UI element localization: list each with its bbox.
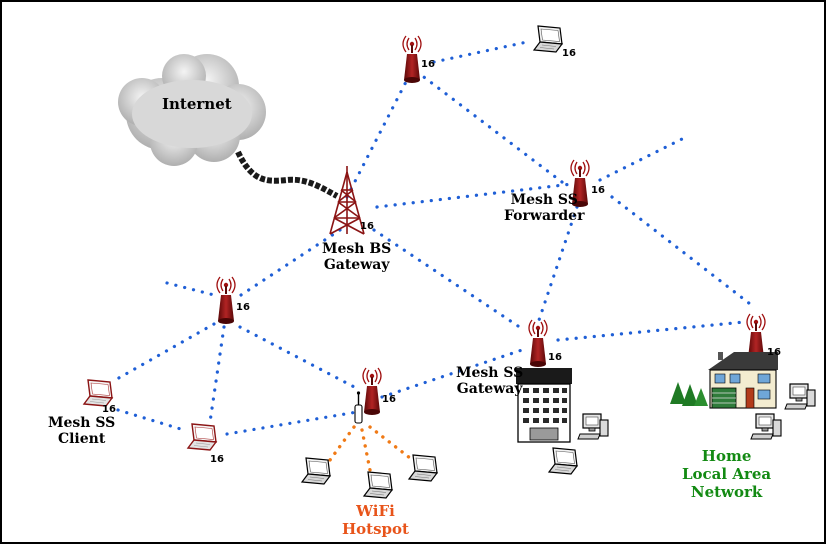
mesh-bs-gateway-label: Mesh BS Gateway — [322, 241, 391, 273]
wifi-access-point-icon — [354, 391, 363, 424]
wifi-laptop-left-icon — [301, 457, 331, 485]
internet-label: Internet — [162, 95, 232, 113]
backhaul-cable — [235, 150, 339, 199]
forwarder-label-line1: Mesh SS — [510, 192, 578, 208]
office-laptop-icon — [548, 447, 578, 475]
office-building-icon — [516, 368, 572, 443]
home-lan-label: Home Local Area Network — [682, 447, 771, 501]
top-laptop-number: 16 — [562, 48, 576, 59]
home-label-line3: Network — [690, 483, 763, 501]
home-node-number: 16 — [767, 347, 781, 358]
client-label-line2: Client — [57, 431, 106, 447]
forwarder-label-line2: Forwarder — [504, 208, 585, 224]
mesh-bs-label-line1: Mesh BS — [322, 241, 392, 257]
mesh-ss-forwarder-label: Mesh SS Forwarder — [504, 192, 584, 224]
mesh-ss-hotspot-icon — [362, 367, 382, 416]
wifi-label-line2: Hotspot — [342, 520, 409, 538]
office-desktop-icon — [577, 413, 609, 440]
home-label-line1: Home — [701, 447, 752, 465]
laptop-top-icon — [533, 25, 563, 53]
mesh-bs-label-line2: Gateway — [323, 257, 390, 273]
wifi-laptop-right-icon — [408, 454, 438, 482]
wifi-links — [328, 425, 412, 482]
internet-cloud-icon — [118, 54, 266, 166]
home-desktop-top-icon — [784, 383, 816, 410]
mesh-ss-client-label: Mesh SS Client — [48, 415, 115, 447]
home-desktop-bottom-icon — [750, 413, 782, 440]
ss-gateway-node-number: 16 — [548, 352, 562, 363]
mesh-ss-gateway-icon — [528, 319, 548, 368]
mesh-bs-gateway-tower-icon — [329, 166, 365, 235]
mesh-ss-client-laptop-icon — [83, 379, 113, 407]
wifi-laptop-center-icon — [363, 471, 393, 499]
house-icon — [670, 352, 778, 409]
ss-gateway-label-line2: Gateway — [456, 381, 523, 397]
ss-gateway-label-line1: Mesh SS — [456, 365, 524, 381]
hotspot-node-number: 16 — [382, 394, 396, 405]
mesh-ss-top-icon — [402, 35, 422, 84]
top-node-number: 16 — [421, 59, 435, 70]
mesh-laptop-bottom-icon — [187, 423, 217, 451]
mesh-links — [115, 40, 756, 436]
bs-node-number: 16 — [360, 221, 374, 232]
home-label-line2: Local Area — [682, 465, 772, 483]
client-label-line1: Mesh SS — [48, 415, 116, 431]
bottom-laptop-number: 16 — [210, 454, 224, 465]
wifi-label-line1: WiFi — [356, 502, 395, 520]
client-node-number: 16 — [102, 404, 116, 415]
wifi-hotspot-label: WiFi Hotspot — [342, 502, 409, 538]
forwarder-node-number: 16 — [591, 185, 605, 196]
mesh-ss-gateway-label: Mesh SS Gateway — [456, 365, 523, 397]
mesh-ss-left-icon — [216, 276, 236, 325]
left-node-number: 16 — [236, 302, 250, 313]
